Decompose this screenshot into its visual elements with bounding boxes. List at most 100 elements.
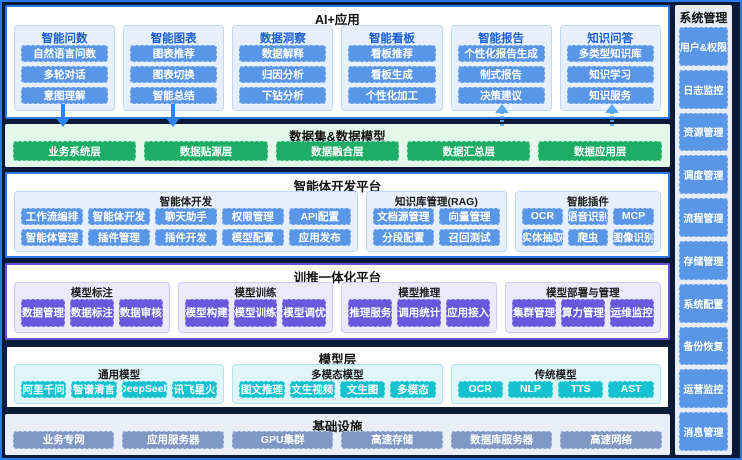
app-chip-6-3[interactable]: 知识服务	[566, 87, 654, 105]
agent-chip-smart-plugins-6[interactable]: 图像识别	[613, 228, 654, 246]
data-layer-chip-5[interactable]: 数据应用层	[538, 141, 662, 161]
arrow-stem	[610, 112, 614, 127]
agent-chip-agent-dev-10[interactable]: 应用发布	[288, 228, 351, 246]
app-chip-3-2[interactable]: 归因分析	[239, 66, 327, 84]
training-chip-model-deploy-3[interactable]: 运维监控	[609, 298, 654, 327]
app-column-items-6: 多类型知识库知识学习知识服务	[561, 44, 660, 110]
data-layer-chip-3[interactable]: 数据融合层	[275, 141, 400, 161]
section-ai-apps: AI+应用 智能问数自然语言问数多轮对话意图理解智能图表图表推荐图表切换智能总结…	[5, 5, 670, 120]
sidebar-item-8[interactable]: 备份恢复	[678, 326, 728, 366]
model-chip-multimodal-models-3[interactable]: 文生图	[339, 380, 386, 398]
model-chip-traditional-models-4[interactable]: AST	[608, 380, 654, 398]
data-layer-chip-4[interactable]: 数据汇总层	[407, 141, 531, 161]
app-chip-1-2[interactable]: 多轮对话	[21, 66, 109, 84]
model-chip-general-models-3[interactable]: DeepSeek	[121, 380, 167, 398]
app-chip-1-3[interactable]: 意图理解	[21, 87, 109, 105]
infra-chip-6[interactable]: 高速网络	[560, 430, 662, 449]
training-chip-model-annotation-1[interactable]: 数据管理	[21, 298, 65, 327]
infra-chip-1[interactable]: 业务专网	[13, 430, 115, 449]
sidebar-item-5[interactable]: 流程管理	[678, 198, 728, 237]
training-chip-model-deploy-2[interactable]: 算力管理	[560, 298, 605, 327]
agent-chip-knowledge-rag-1[interactable]: 文档源管理	[372, 207, 434, 225]
agent-chip-agent-dev-2[interactable]: 智能体开发	[87, 207, 150, 225]
app-chip-1-1[interactable]: 自然语言问数	[21, 45, 109, 63]
model-chip-general-models-2[interactable]: 智谱清言	[71, 380, 117, 398]
training-chip-model-training-1[interactable]: 模型构建	[184, 298, 229, 327]
agent-chip-knowledge-rag-4[interactable]: 召回测试	[438, 228, 501, 246]
app-chip-5-3[interactable]: 决策建议	[457, 87, 545, 105]
model-chip-traditional-models-1[interactable]: OCR	[457, 380, 503, 398]
model-chip-general-models-4[interactable]: 讯飞星火	[171, 380, 218, 398]
model-chip-multimodal-models-2[interactable]: 文生视频	[289, 380, 335, 398]
data-layer-chip-1[interactable]: 业务系统层	[13, 141, 137, 161]
agent-chip-smart-plugins-2[interactable]: 语音识别	[567, 207, 609, 225]
sidebar-item-4[interactable]: 调度管理	[678, 155, 728, 195]
app-column-items-3: 数据解释归因分析下钻分析	[233, 44, 332, 110]
app-column-title-5: 智能报告	[478, 33, 525, 45]
training-group-items-model-training: 模型构建模型训练模型调优	[179, 298, 333, 332]
agent-chip-smart-plugins-5[interactable]: 爬虫	[567, 228, 609, 246]
model-chip-traditional-models-2[interactable]: NLP	[507, 380, 554, 398]
sidebar-item-6[interactable]: 存储管理	[678, 240, 728, 280]
agent-chip-agent-dev-7[interactable]: 插件管理	[87, 228, 150, 246]
app-chip-6-2[interactable]: 知识学习	[566, 66, 654, 84]
app-chip-3-3[interactable]: 下钻分析	[239, 87, 327, 105]
agent-chip-knowledge-rag-2[interactable]: 向量管理	[438, 207, 501, 225]
app-chip-2-3[interactable]: 智能总结	[130, 87, 218, 105]
agent-group-knowledge-rag: 知识库管理(RAG)文档源管理向量管理分段配置召回测试	[365, 190, 508, 252]
app-chip-4-1[interactable]: 看板推荐	[348, 45, 436, 63]
agent-chip-smart-plugins-1[interactable]: OCR	[522, 207, 563, 225]
app-chip-6-1[interactable]: 多类型知识库	[566, 45, 654, 63]
model-chip-general-models-1[interactable]: 阿里千问	[21, 380, 67, 398]
model-chip-multimodal-models-1[interactable]: 图文推理	[239, 380, 285, 398]
agent-chip-agent-dev-6[interactable]: 智能体管理	[21, 228, 83, 246]
infra-chip-5[interactable]: 数据库服务器	[450, 430, 553, 449]
agent-chip-agent-dev-3[interactable]: 聊天助手	[154, 207, 217, 225]
agent-chip-agent-dev-4[interactable]: 权限管理	[221, 207, 284, 225]
agent-group-title-smart-plugins: 智能插件	[566, 195, 609, 208]
sidebar-item-3[interactable]: 资源管理	[678, 112, 728, 152]
model-chip-multimodal-models-4[interactable]: 多模态	[390, 380, 436, 398]
sidebar-item-7[interactable]: 系统配置	[678, 283, 728, 323]
infra-chip-3[interactable]: GPU集群	[231, 430, 334, 449]
training-group-items-model-inference: 推理服务调用统计应用接入	[342, 298, 496, 332]
agent-chip-agent-dev-9[interactable]: 模型配置	[221, 228, 284, 246]
app-chip-4-3[interactable]: 个性化加工	[348, 87, 436, 105]
app-chip-5-2[interactable]: 制式报告	[457, 66, 545, 84]
training-chip-model-training-3[interactable]: 模型调优	[282, 298, 327, 327]
app-column-items-4: 看板推荐看板生成个性化加工	[342, 44, 441, 110]
training-chip-model-training-2[interactable]: 模型训练	[233, 298, 278, 327]
agent-chip-smart-plugins-3[interactable]: MCP	[613, 207, 654, 225]
app-chip-2-1[interactable]: 图表推荐	[130, 45, 218, 63]
training-chip-model-inference-2[interactable]: 调用统计	[397, 298, 442, 327]
training-chip-model-annotation-3[interactable]: 数据审核	[118, 298, 163, 327]
training-chip-model-deploy-1[interactable]: 集群管理	[512, 298, 556, 327]
infra-chip-2[interactable]: 应用服务器	[122, 430, 224, 449]
infra-chip-4[interactable]: 高速存储	[341, 430, 443, 449]
training-chip-model-inference-3[interactable]: 应用接入	[446, 298, 491, 327]
app-chip-5-1[interactable]: 个性化报告生成	[457, 45, 545, 63]
app-chip-4-2[interactable]: 看板生成	[348, 66, 436, 84]
section-training-platform: 训推一体化平台 模型标注数据管理数据标注数据审核模型训练模型构建模型训练模型调优…	[5, 262, 670, 340]
training-chip-model-inference-1[interactable]: 推理服务	[348, 298, 393, 327]
data-layer-chip-2[interactable]: 数据贴源层	[144, 141, 268, 161]
app-chip-3-1[interactable]: 数据解释	[239, 45, 327, 63]
agent-chip-agent-dev-5[interactable]: API配置	[288, 207, 351, 225]
agent-chip-knowledge-rag-3[interactable]: 分段配置	[372, 228, 434, 246]
model-group-title-traditional-models: 传统模型	[534, 368, 577, 381]
agent-chip-agent-dev-1[interactable]: 工作流编排	[21, 207, 83, 225]
agent-chip-agent-dev-8[interactable]: 插件开发	[154, 228, 217, 246]
sidebar-item-1[interactable]: 用户&权限	[678, 27, 728, 66]
sidebar-item-9[interactable]: 运营监控	[678, 369, 728, 409]
model-chip-traditional-models-3[interactable]: TTS	[558, 380, 604, 398]
app-chip-2-2[interactable]: 图表切换	[130, 66, 218, 84]
sidebar-item-2[interactable]: 日志监控	[678, 69, 728, 109]
agent-chip-smart-plugins-4[interactable]: 实体抽取	[522, 228, 563, 246]
training-chip-model-annotation-2[interactable]: 数据标注	[69, 298, 114, 327]
sidebar-item-10[interactable]: 消息管理	[678, 412, 728, 451]
app-column-items-2: 图表推荐图表切换智能总结	[124, 44, 223, 110]
